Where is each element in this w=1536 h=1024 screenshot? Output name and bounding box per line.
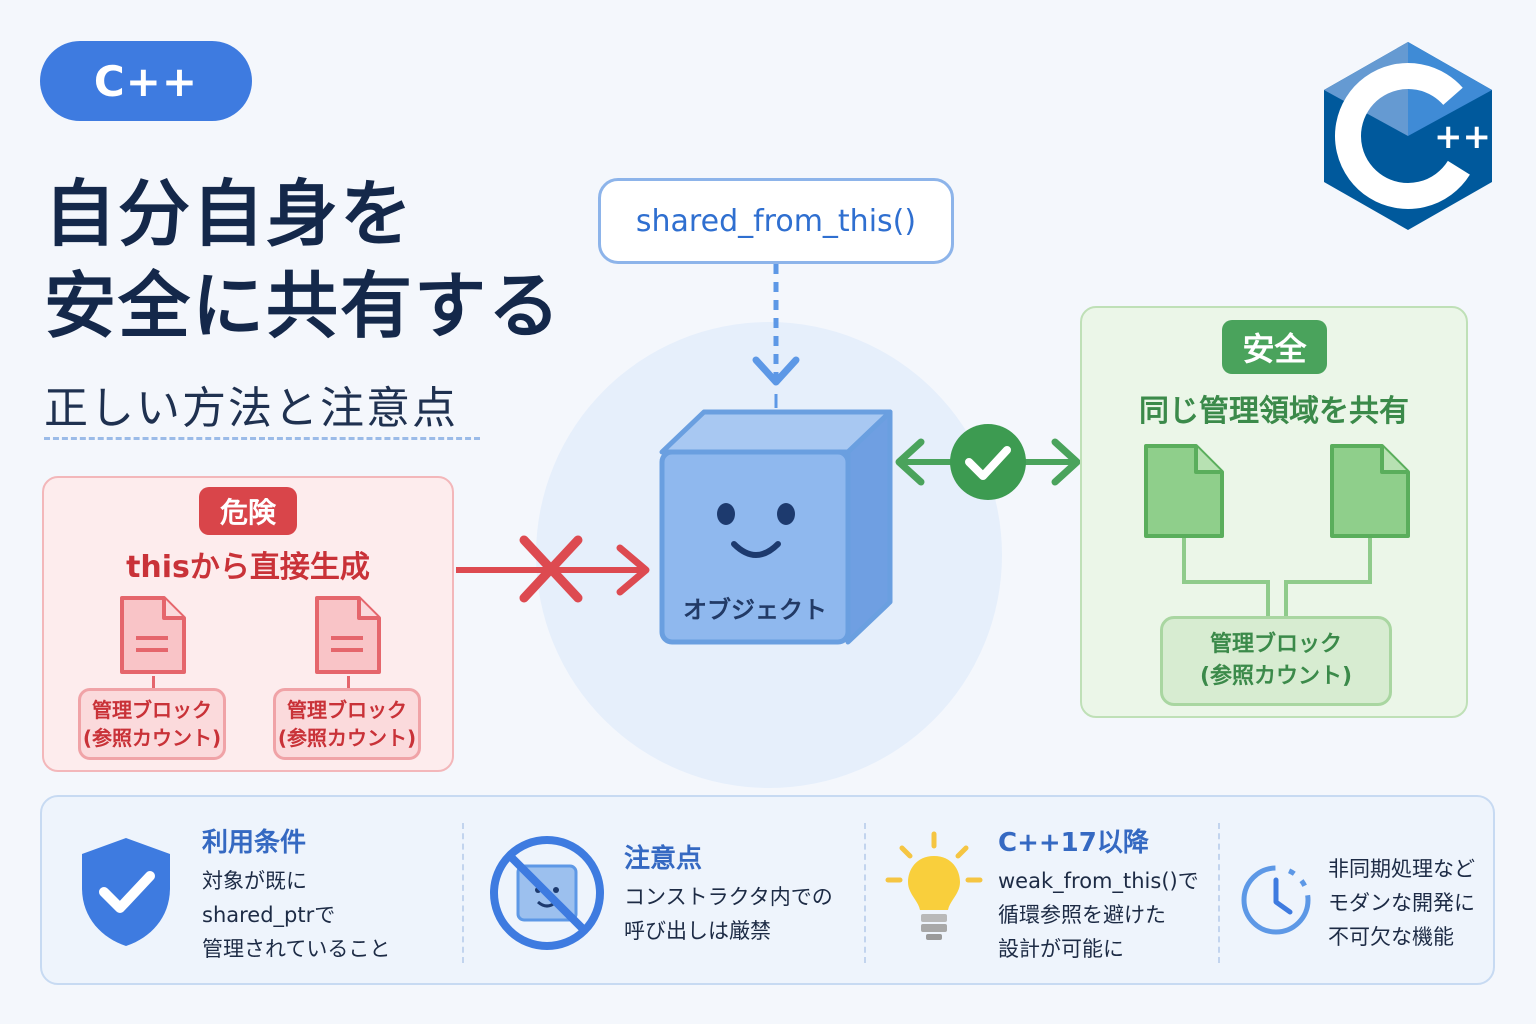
cpp-badge: C++	[40, 41, 252, 121]
red-document-icon	[120, 596, 186, 674]
blocked-arrow-icon	[456, 535, 650, 603]
management-block-sublabel: (参照カウント)	[277, 726, 417, 750]
object-cube-icon	[659, 409, 893, 645]
danger-tag: 危険	[199, 487, 297, 535]
shared-from-this-box: shared_from_this()	[598, 178, 954, 264]
info-title-cpp17: C++17以降	[998, 828, 1149, 858]
green-document-icon	[1330, 444, 1410, 538]
shared-arrow-icon	[895, 424, 1081, 500]
page-title: 自分自身を 安全に共有する	[44, 172, 563, 348]
page-subtitle: 正しい方法と注意点	[44, 383, 458, 434]
info-divider	[864, 823, 866, 963]
shared-management-block: 管理ブロック (参照カウント)	[1160, 616, 1392, 706]
cube-left-eye	[717, 503, 735, 525]
clock-icon	[1241, 865, 1311, 935]
object-label: オブジェクト	[683, 596, 827, 624]
danger-management-block: 管理ブロック (参照カウント)	[78, 688, 226, 760]
safe-tag: 安全	[1222, 320, 1327, 374]
info-divider	[462, 823, 464, 963]
red-connector	[152, 676, 155, 690]
info-panel	[40, 795, 1495, 985]
info-divider	[1218, 823, 1220, 963]
shield-check-icon	[82, 838, 170, 946]
info-title-caution: 注意点	[624, 844, 703, 874]
safe-title: 同じ管理領域を共有	[1139, 394, 1409, 429]
red-document-icon	[315, 596, 381, 674]
info-body-conditions: 対象が既に shared_ptrで 管理されていること	[202, 869, 391, 961]
management-block-label: 管理ブロック	[1209, 632, 1342, 657]
cube-smile	[731, 541, 781, 558]
down-arrow-icon	[752, 264, 800, 408]
green-connector-lines	[1182, 538, 1372, 618]
management-block-label: 管理ブロック	[287, 698, 407, 722]
management-block-sublabel: (参照カウント)	[1199, 664, 1353, 689]
info-body-cpp17: weak_from_this()で 循環参照を避けた 設計が可能に	[998, 869, 1199, 961]
subtitle-underline	[44, 437, 480, 440]
prohibited-icon	[490, 836, 604, 950]
info-title-conditions: 利用条件	[202, 828, 307, 858]
cpp-logo-icon: ++	[1324, 42, 1492, 230]
green-document-icon	[1144, 444, 1224, 538]
management-block-sublabel: (参照カウント)	[82, 726, 222, 750]
logo-plus-text: ++	[1434, 117, 1491, 157]
lightbulb-icon	[885, 831, 983, 940]
management-block-label: 管理ブロック	[92, 698, 212, 722]
info-body-modern: 非同期処理など モダンな開発に 不可欠な機能	[1328, 857, 1475, 949]
danger-title: thisから直接生成	[126, 550, 370, 585]
cube-right-eye	[777, 503, 795, 525]
info-body-caution: コンストラクタ内での 呼び出しは厳禁	[624, 885, 833, 943]
danger-management-block: 管理ブロック (参照カウント)	[273, 688, 421, 760]
red-connector	[347, 676, 350, 690]
